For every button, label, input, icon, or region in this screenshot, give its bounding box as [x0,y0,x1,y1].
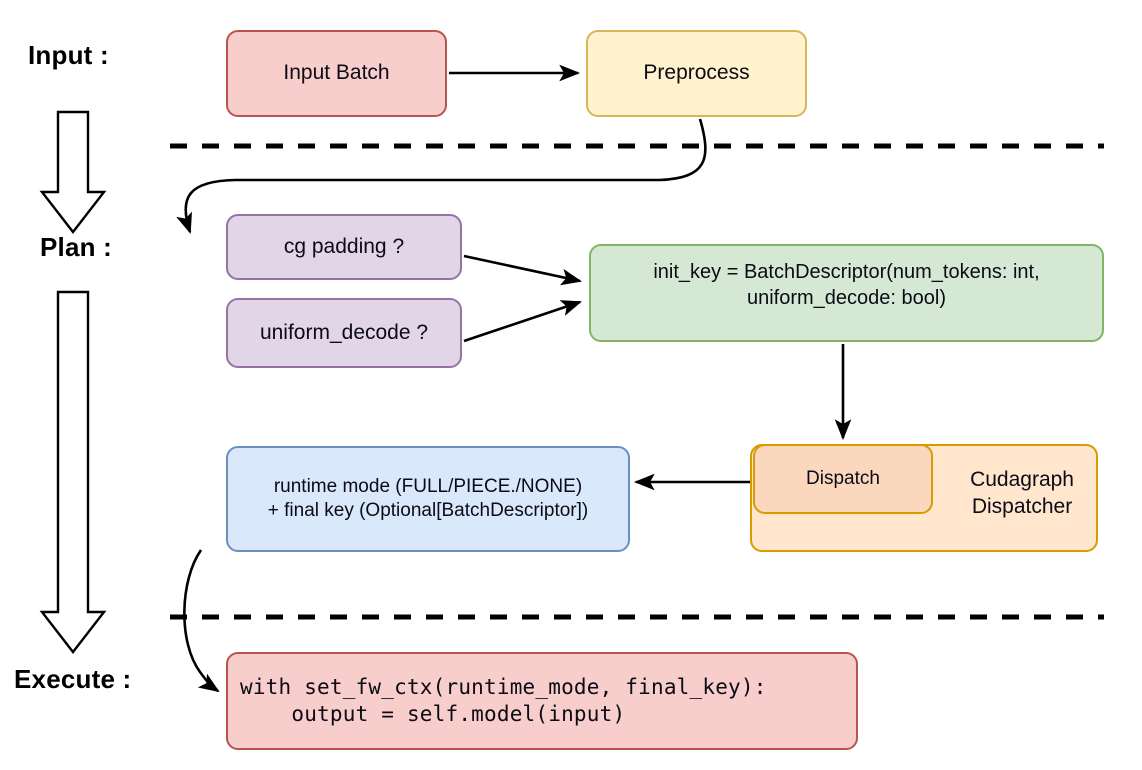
arrow-runtime-mode-to-execute-code [183,549,220,693]
stage-label-execute: Execute : [14,664,132,694]
arrow-preprocess-to-cg-padding [176,118,707,234]
node-uniform-decode[interactable]: uniform_decode ? [226,298,462,368]
node-preprocess[interactable]: Preprocess [586,30,807,117]
stage-label-input: Input : [28,40,109,70]
node-dispatch[interactable]: Dispatch [753,444,933,514]
arrow-uniform-decode-to-init-key [463,300,582,343]
arrow-cg-padding-to-init-key [463,254,583,286]
stage-label-plan: Plan : [40,232,112,262]
node-cg-padding[interactable]: cg padding ? [226,214,462,280]
stage-arrow-input-plan [39,110,107,234]
node-execute-code[interactable]: with set_fw_ctx(runtime_mode, final_key)… [226,652,858,750]
stage-arrow-plan-execute [39,290,107,654]
node-init-key[interactable]: init_key = BatchDescriptor(num_tokens: i… [589,244,1104,342]
node-runtime-mode[interactable]: runtime mode (FULL/PIECE./NONE) + final … [226,446,630,552]
node-input-batch[interactable]: Input Batch [226,30,447,117]
